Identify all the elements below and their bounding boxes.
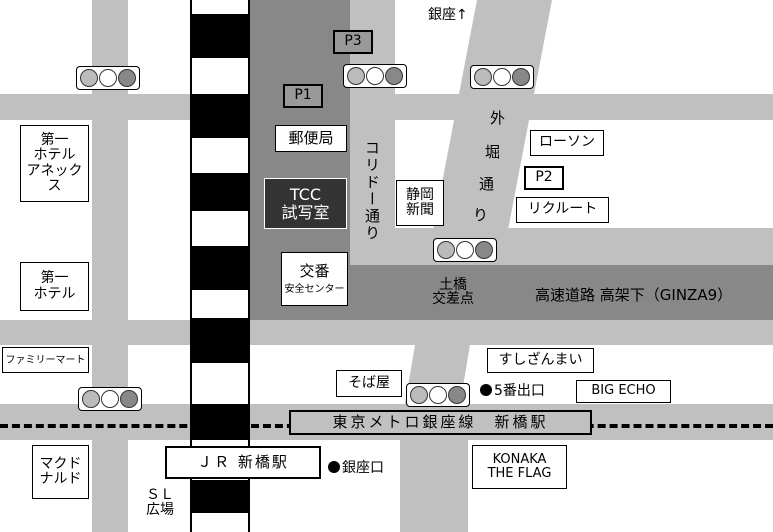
expressway-label: 高速道路 高架下（GINZA9） [535, 286, 733, 304]
sotobori-label: り [473, 206, 489, 224]
ginza-direction: 銀座↑ [428, 7, 468, 23]
familymart: ファミリーマート [2, 347, 89, 373]
jr-shimbashi-station: ＪＲ 新橋駅 [165, 446, 321, 479]
exit-dot-icon [480, 384, 492, 396]
shizuoka-shimbun: 静岡 新聞 [396, 180, 444, 226]
rail-segment [190, 173, 250, 211]
sotobori-label: 外 [490, 109, 506, 127]
ginza-exit: 銀座口 [328, 457, 384, 477]
sushizanmai: すしざんまい [487, 348, 594, 373]
traffic-light-icon [433, 238, 497, 262]
daiichi-hotel-annex: 第一 ホテル アネックス [20, 125, 89, 202]
post-office: 郵便局 [275, 125, 347, 152]
daiichi-hotel: 第一 ホテル [20, 262, 89, 311]
traffic-light-icon [343, 64, 407, 88]
traffic-light-icon [470, 65, 534, 89]
rail-segment [190, 480, 250, 513]
sl-plaza: ＳＬ 広場 [146, 487, 174, 519]
exit-5: 5番出口 [480, 380, 545, 400]
koban: 交番 安全センター [281, 252, 348, 306]
parking-p3: P3 [333, 30, 373, 54]
rail-segment [190, 404, 250, 440]
rail-segment [190, 94, 250, 138]
sotobori-road [433, 0, 552, 230]
road [0, 94, 190, 120]
sotobori-label: 堀 [485, 143, 501, 161]
parking-p1: P1 [283, 84, 323, 108]
exit-5-label: 5番出口 [494, 383, 545, 399]
konaka-the-flag: KONAKA THE FLAG [472, 445, 567, 489]
rail-segment [190, 14, 250, 58]
dobashi-intersection: 土橋 交差点 [432, 277, 474, 307]
corridor-street-label: コリドー通り [363, 140, 381, 242]
traffic-light-icon [78, 387, 142, 411]
koban-sub: 安全センター [284, 283, 345, 295]
recruit: リクルート [516, 197, 609, 223]
tokyo-metro-shimbashi-station: 東京メトロ銀座線 新橋駅 [289, 410, 592, 435]
mcdonalds: マクド ナルド [32, 445, 89, 499]
rail-segment [190, 246, 250, 290]
ginza-exit-label: 銀座口 [342, 460, 384, 476]
sotobori-label: 通 [479, 175, 495, 193]
traffic-light-icon [406, 383, 470, 407]
lawson: ローソン [530, 130, 604, 156]
koban-label: 交番 [299, 262, 330, 281]
rail-segment [190, 318, 250, 363]
traffic-light-icon [76, 66, 140, 90]
road [0, 320, 773, 345]
big-echo: BIG ECHO [576, 380, 671, 403]
tcc-screening-room: TCC 試写室 [264, 178, 347, 229]
parking-p2: P2 [524, 166, 564, 190]
soba-shop: そば屋 [336, 370, 402, 397]
exit-dot-icon [328, 461, 340, 473]
road [350, 94, 773, 120]
road [400, 440, 468, 532]
